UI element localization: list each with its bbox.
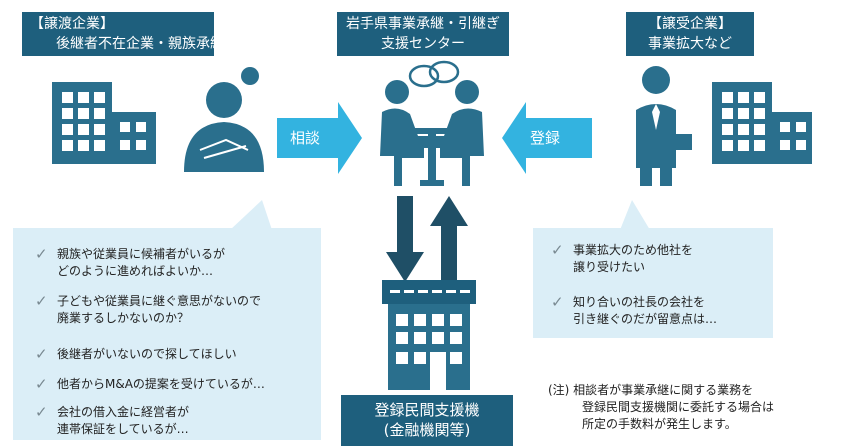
transferor-subtitle: 後継者不在企業・親族承継 [56, 36, 224, 52]
transferee-subtitle: 事業拡大など [648, 36, 732, 52]
transferor-concerns-bubble: ✓ 親族や従業員に候補者がいるがどのように進めればよいか… ✓ 子どもや従業員に… [13, 228, 321, 440]
consult-label: 相談 [290, 129, 321, 147]
support-center-subtitle: 支援センター [381, 36, 465, 52]
up-arrow [430, 196, 468, 282]
list-item: ✓ 事業拡大のため他社を譲り受けたい [551, 241, 694, 275]
support-center-header: 岩手県事業承継・引継ぎ 支援センター [337, 12, 509, 56]
list-item: ✓ 子どもや従業員に継ぐ意思がないので廃業するしかないのか？ [35, 292, 262, 326]
bank-label-line2: (金融機関等) [383, 421, 471, 439]
transferor-title: 【譲渡企業】 [30, 16, 114, 32]
list-item: ✓ 親族や従業員に候補者がいるがどのように進めればよいか… [35, 245, 226, 279]
check-icon: ✓ [35, 375, 48, 393]
left-bubble-tail [230, 200, 272, 230]
speech-bubbles-icon [408, 60, 460, 88]
down-arrow [386, 196, 424, 282]
support-center-title: 岩手県事業承継・引継ぎ [346, 16, 500, 32]
businessman-icon [636, 66, 692, 186]
transferor-header: 【譲渡企業】 後継者不在企業・親族承継 [22, 12, 224, 56]
check-icon: ✓ [551, 293, 564, 311]
transferee-title: 【譲受企業】 [648, 16, 732, 32]
list-item: ✓ 知り合いの社長の会社を引き継ぐのだが留意点は… [551, 293, 718, 327]
check-icon: ✓ [551, 241, 564, 259]
check-icon: ✓ [35, 403, 48, 421]
list-item: ✓ 他者からM&Aの提案を受けているが… [35, 375, 265, 393]
check-icon: ✓ [35, 292, 48, 310]
list-item: ✓ 会社の借入金に経営者が連帯保証をしているが… [35, 403, 190, 437]
check-icon: ✓ [35, 345, 48, 363]
worried-person-icon [184, 67, 264, 172]
registered-support-institution-label: 登録民間支援機 (金融機関等) [341, 395, 513, 446]
consult-arrow [277, 102, 362, 174]
fee-note: (注) 相談者が事業承継に関する業務を 登録民間支援機関に委託する場合は 所定の… [548, 383, 775, 431]
register-label: 登録 [530, 129, 561, 147]
transferee-concerns-bubble: ✓ 事業拡大のため他社を譲り受けたい ✓ 知り合いの社長の会社を引き継ぐのだが留… [533, 228, 773, 338]
bank-building-icon [382, 280, 476, 390]
transferee-header: 【譲受企業】 事業拡大など [626, 12, 754, 56]
meeting-people-icon [380, 80, 484, 186]
check-icon: ✓ [35, 245, 48, 263]
list-item: ✓ 後継者がいないので探してほしい [35, 345, 237, 363]
bank-label-line1: 登録民間支援機 [374, 401, 480, 419]
right-bubble-tail [620, 200, 650, 230]
register-arrow [502, 102, 592, 174]
